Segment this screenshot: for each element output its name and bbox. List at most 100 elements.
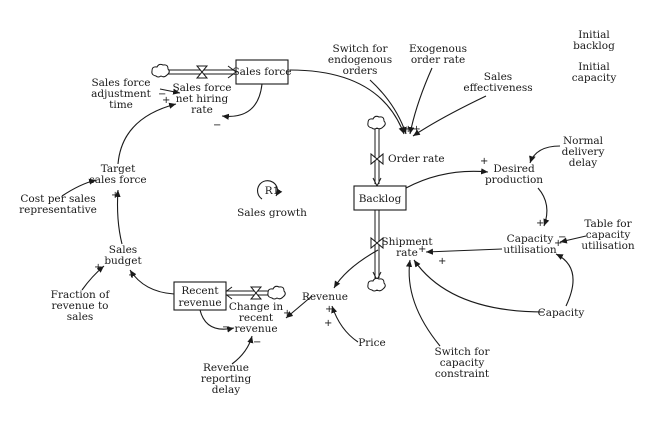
polarity-minus: − xyxy=(88,176,96,187)
flow-change-recent-revenue xyxy=(223,286,272,300)
polarity-plus: + xyxy=(325,304,333,315)
var-label: Sales force xyxy=(91,77,150,89)
cloud-icon xyxy=(367,115,386,130)
var-label: Sales force xyxy=(172,82,231,94)
var-change-in-recent-revenue: Change in recent revenue xyxy=(229,301,283,335)
var-order-rate: Order rate xyxy=(388,153,445,165)
var-sales-effectiveness: Sales effectiveness xyxy=(463,71,532,94)
valve-icon xyxy=(195,65,209,79)
var-label: Desired xyxy=(493,163,535,175)
link-sales-force-to-hiring xyxy=(221,83,263,120)
var-price: Price xyxy=(358,337,386,349)
valve-icon xyxy=(249,286,263,300)
var-label: delay xyxy=(569,157,598,169)
polarity-plus: + xyxy=(536,218,544,229)
polarity-plus: + xyxy=(438,256,446,267)
polarity-plus: + xyxy=(94,262,102,273)
var-label: utilisation xyxy=(503,244,557,256)
link-recent-to-change xyxy=(199,309,235,333)
var-label: rate xyxy=(396,247,418,259)
var-fraction-revenue-to-sales: Fraction of revenue to sales xyxy=(51,289,111,323)
link-switch-to-order-rate xyxy=(369,79,407,135)
var-label: Sales xyxy=(484,71,512,83)
polarity-plus: + xyxy=(554,238,562,249)
var-label: recent xyxy=(239,312,274,324)
var-label: capacity xyxy=(440,357,485,369)
var-sales-force-net-hiring-rate: Sales force net hiring rate xyxy=(172,82,231,116)
var-label: Initial xyxy=(578,29,610,41)
valve-icon xyxy=(370,236,384,250)
var-normal-delivery-delay: Normal delivery delay xyxy=(562,135,605,169)
polarity-signs: + − − ++ + − + + − + + + + + − − + + + − xyxy=(88,89,566,348)
var-label: capacity xyxy=(572,72,617,84)
link-revenue-to-change xyxy=(285,295,313,319)
var-label: Exogenous xyxy=(409,43,467,55)
link-fraction-to-budget xyxy=(81,265,105,291)
var-exogenous-order-rate: Exogenous order rate xyxy=(409,43,467,66)
polarity-minus: − xyxy=(253,337,261,348)
var-switch-endogenous-orders: Switch for endogenous orders xyxy=(328,43,392,77)
var-label: Shipment xyxy=(381,236,433,248)
var-label: Fraction of xyxy=(51,289,111,301)
link-caputil-to-shipment xyxy=(425,248,503,255)
stock-backlog[interactable]: Backlog xyxy=(353,185,407,211)
cloud-icon xyxy=(367,277,386,292)
var-capacity: Capacity xyxy=(538,307,585,319)
var-label: rate xyxy=(191,104,213,116)
link-shipment-to-revenue xyxy=(333,249,379,289)
polarity-minus: − xyxy=(558,232,566,243)
var-label: delay xyxy=(212,384,241,396)
stock-recent-revenue-label-1: Recent xyxy=(181,285,219,297)
polarity-minus: − xyxy=(528,152,536,163)
stock-recent-revenue[interactable]: Recent revenue xyxy=(173,281,227,311)
var-label: effectiveness xyxy=(463,82,532,94)
polarity-plus: + xyxy=(418,244,426,255)
var-shipment-rate: Shipment rate xyxy=(381,236,433,259)
var-capacity-utilisation: Capacity utilisation xyxy=(503,233,557,256)
var-label: Revenue xyxy=(203,362,249,374)
var-label: Target xyxy=(101,163,136,175)
polarity-plus: + xyxy=(283,308,291,319)
link-cost-to-target xyxy=(61,178,97,197)
var-label: production xyxy=(485,174,543,186)
var-label: order rate xyxy=(411,54,465,66)
link-recent-to-budget xyxy=(129,269,175,295)
polarity-minus: − xyxy=(213,120,221,131)
var-label: time xyxy=(109,99,133,111)
link-adjtime-to-hiring xyxy=(159,88,181,95)
link-delay-to-change xyxy=(231,335,254,365)
var-label: Switch for xyxy=(333,43,389,55)
cloud-icon xyxy=(151,63,170,78)
var-label: capacity xyxy=(586,229,631,241)
polarity-double-plus: ++ xyxy=(404,124,421,135)
var-initial-backlog: Initial backlog xyxy=(573,29,615,52)
var-desired-production: Desired production xyxy=(485,163,543,186)
var-label: sales xyxy=(67,311,94,323)
link-budget-to-target xyxy=(114,189,123,245)
stock-backlog-label: Backlog xyxy=(359,193,402,205)
stock-sales-force[interactable]: Sales force xyxy=(232,59,292,85)
link-capacity-to-shipment xyxy=(413,259,545,313)
var-label: backlog xyxy=(573,40,615,52)
polarity-plus: + xyxy=(128,270,136,281)
var-label: Table for xyxy=(584,218,632,230)
link-price-to-revenue xyxy=(331,305,359,343)
loop-name: Sales growth xyxy=(237,207,307,219)
polarity-plus: + xyxy=(480,156,488,167)
var-switch-capacity-constraint: Switch for capacity constraint xyxy=(435,346,491,380)
var-label: Sales xyxy=(109,244,137,256)
var-revenue-reporting-delay: Revenue reporting delay xyxy=(201,362,252,396)
polarity-minus: − xyxy=(158,89,166,100)
link-capacity-to-caputil xyxy=(555,253,574,307)
var-sales-force-adjustment-time: Sales force adjustment time xyxy=(91,77,152,111)
stock-recent-revenue-label-2: revenue xyxy=(178,297,221,309)
var-label: budget xyxy=(104,255,142,267)
link-target-to-hiring xyxy=(117,102,177,165)
var-label: net hiring xyxy=(176,93,229,105)
var-label: revenue to xyxy=(52,300,109,312)
var-target-sales-force: Target sales force xyxy=(89,163,146,186)
var-label: adjustment xyxy=(91,88,152,100)
var-sales-budget: Sales budget xyxy=(104,244,142,267)
